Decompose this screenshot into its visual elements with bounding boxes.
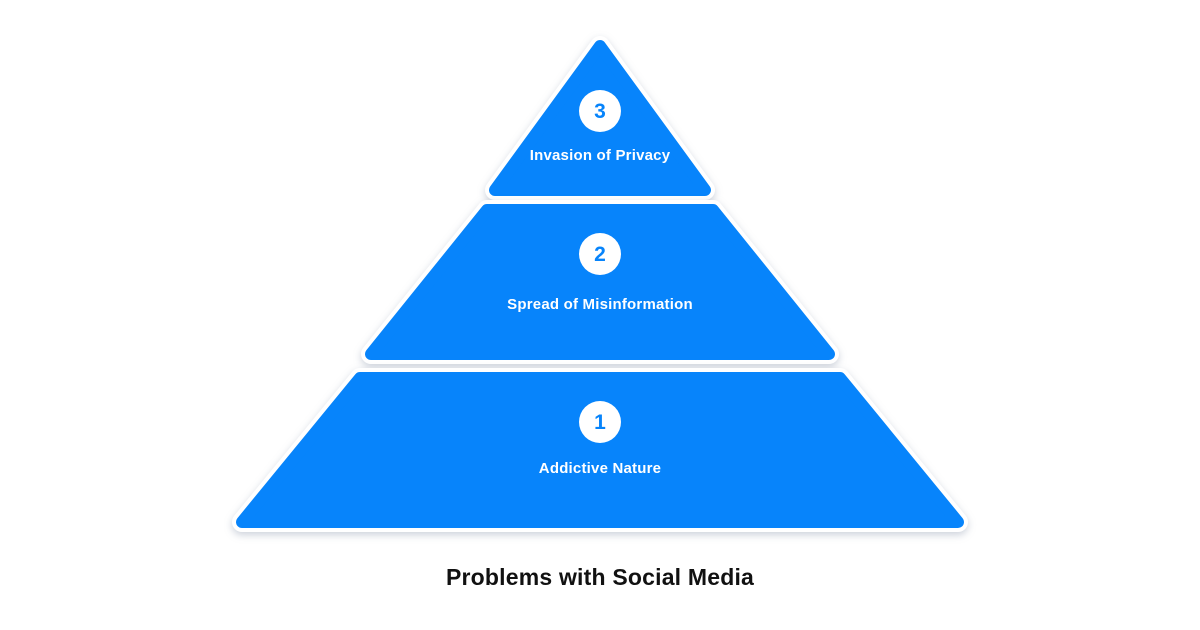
- level-2-shape: [365, 204, 835, 360]
- level-1-label: Addictive Nature: [539, 460, 661, 477]
- level-3-number: 3: [594, 100, 606, 123]
- level-3-label: Invasion of Privacy: [530, 147, 671, 164]
- level-2-number-badge: [579, 233, 621, 275]
- level-2-label: Spread of Misinformation: [507, 296, 693, 313]
- level-1-shape: [236, 372, 964, 528]
- level-1-number: 1: [594, 411, 606, 434]
- level-3-number-badge: [579, 90, 621, 132]
- pyramid-level-3: 3 Invasion of Privacy: [485, 36, 715, 200]
- level-2-number: 2: [594, 243, 606, 266]
- pyramid-level-2: 2 Spread of Misinformation: [361, 200, 839, 364]
- pyramid-level-1: 1 Addictive Nature: [232, 368, 968, 532]
- diagram-title: Problems with Social Media: [445, 564, 755, 590]
- level-1-number-badge: [579, 401, 621, 443]
